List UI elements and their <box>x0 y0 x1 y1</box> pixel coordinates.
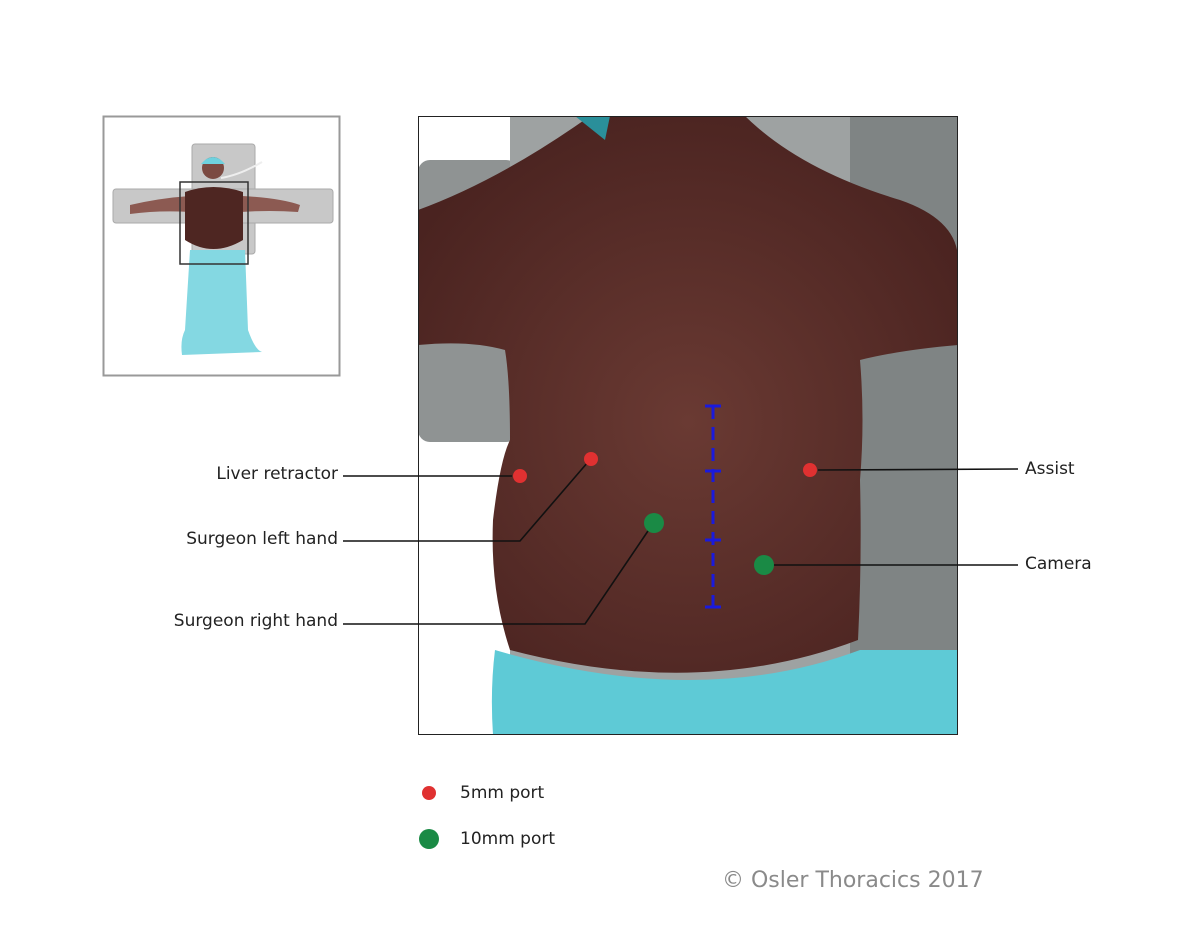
port-camera <box>754 555 774 575</box>
leader-lines <box>343 461 1019 625</box>
port-liver-retractor <box>513 469 527 483</box>
legend-10mm-marker <box>419 829 439 849</box>
label-camera: Camera <box>1025 554 1092 574</box>
legend-10mm-label: 10mm port <box>460 829 556 849</box>
label-assist: Assist <box>1025 459 1075 479</box>
label-surgeon-left-hand: Surgeon left hand <box>186 529 338 549</box>
port-assist <box>803 463 817 477</box>
legend-5mm-label: 5mm port <box>460 783 545 803</box>
torso-view <box>418 116 958 735</box>
port-surgeon-left-hand <box>584 452 598 466</box>
overview-thumbnail <box>102 115 341 377</box>
midline-marking <box>705 404 721 609</box>
main-view-frame <box>418 116 958 735</box>
port-surgeon-right-hand <box>644 513 664 533</box>
label-liver-retractor: Liver retractor <box>216 464 338 484</box>
copyright: © Osler Thoracics 2017 <box>722 868 984 893</box>
label-surgeon-right-hand: Surgeon right hand <box>173 611 338 631</box>
legend-5mm-marker <box>422 786 436 800</box>
